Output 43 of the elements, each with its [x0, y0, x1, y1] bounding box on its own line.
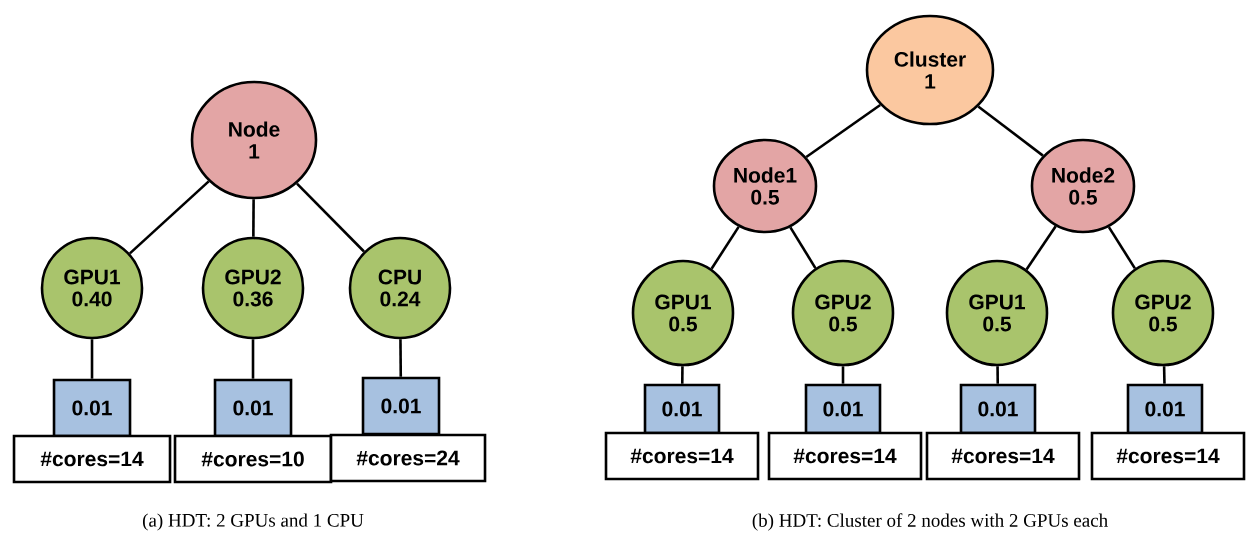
connector-line	[805, 103, 881, 159]
value-box: 0.01	[643, 383, 721, 435]
connector-line	[841, 366, 845, 384]
cores-box: #cores=14	[925, 431, 1081, 481]
circle-node: Node2 0.5	[1030, 138, 1136, 234]
circle-node: GPU2 0.5	[791, 259, 895, 367]
connector-line	[399, 339, 403, 377]
cores-box: #cores=14	[1090, 431, 1246, 481]
connector-line	[251, 339, 255, 379]
connector-line	[996, 366, 1000, 384]
cores-box: #cores=24	[329, 433, 487, 483]
connector-line	[129, 180, 210, 255]
circle-node: GPU1 0.5	[945, 259, 1049, 367]
subfigure-caption: (a) HDT: 2 GPUs and 1 CPU	[142, 513, 364, 531]
circle-node: Node 1	[190, 80, 318, 200]
connector-line	[977, 105, 1044, 157]
connector-line	[789, 226, 817, 269]
connector-line	[1162, 366, 1166, 384]
connector-line	[710, 226, 740, 270]
subfigure-caption: (b) HDT: Cluster of 2 nodes with 2 GPUs each	[752, 513, 1108, 531]
circle-node: Node1 0.5	[712, 138, 818, 234]
cores-box: #cores=14	[767, 431, 923, 481]
value-box: 0.01	[213, 378, 293, 438]
connector-line	[1107, 226, 1136, 270]
circle-node: GPU1 0.5	[631, 259, 735, 367]
value-box: 0.01	[361, 376, 441, 436]
cores-box: #cores=14	[604, 431, 760, 481]
connector-line	[90, 339, 94, 379]
circle-node: GPU1 0.40	[40, 236, 144, 340]
circle-node: CPU 0.24	[348, 236, 452, 340]
value-box: 0.01	[959, 383, 1037, 435]
value-box: 0.01	[1126, 383, 1204, 435]
value-box: 0.01	[52, 378, 132, 438]
circle-node: GPU2 0.5	[1111, 259, 1215, 367]
value-box: 0.01	[804, 383, 882, 435]
circle-node: GPU2 0.36	[201, 236, 305, 340]
connector-line	[296, 182, 365, 253]
connector-line	[680, 366, 684, 384]
cores-box: #cores=14	[12, 434, 172, 484]
circle-node: Cluster 1	[865, 14, 995, 126]
connector-line	[252, 199, 255, 237]
connector-line	[1025, 225, 1057, 271]
cores-box: #cores=10	[173, 434, 333, 484]
